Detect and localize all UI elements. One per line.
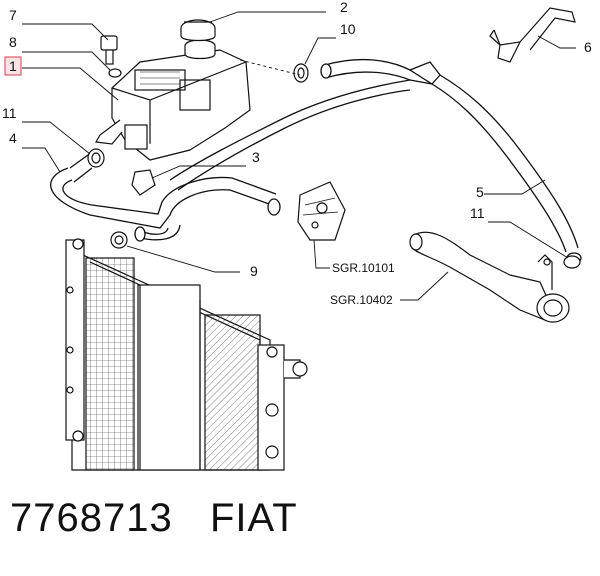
footer: 7768713 FIAT xyxy=(10,496,590,556)
callout-5: 5 xyxy=(476,184,484,200)
leader-lines xyxy=(22,11,576,301)
tank-cap xyxy=(180,19,216,42)
brand-name: FIAT xyxy=(210,496,298,540)
ref-sgr10101: SGR.10101 xyxy=(332,261,395,275)
callout-7: 7 xyxy=(9,7,17,23)
part-number: 7768713 xyxy=(10,496,173,540)
water-pipe xyxy=(409,231,570,323)
fitting-3 xyxy=(131,169,156,196)
callout-11-right: 11 xyxy=(470,205,485,221)
hose-5 xyxy=(169,58,582,264)
callout-9: 9 xyxy=(250,263,258,279)
callout-6: 6 xyxy=(584,39,592,55)
highlight-box xyxy=(4,56,22,76)
clamp-11-left xyxy=(87,148,105,168)
bracket-6 xyxy=(489,7,576,63)
radiator xyxy=(65,238,308,471)
clamp-9 xyxy=(110,231,128,249)
callout-4: 4 xyxy=(9,130,17,146)
bolt xyxy=(100,35,122,78)
ref-sgr10402: SGR.10402 xyxy=(330,293,393,307)
callout-10: 10 xyxy=(340,21,356,37)
callout-1: 1 xyxy=(9,58,17,74)
callout-2: 2 xyxy=(340,0,348,15)
callout-3: 3 xyxy=(252,149,260,165)
thermostat-cover xyxy=(297,181,346,241)
clamp-10 xyxy=(293,63,309,83)
callout-11-left: 11 xyxy=(2,105,17,121)
clamp-11-right xyxy=(563,255,581,269)
callout-8: 8 xyxy=(9,34,17,50)
expansion-tank xyxy=(95,39,251,161)
hose-4 xyxy=(50,154,281,242)
